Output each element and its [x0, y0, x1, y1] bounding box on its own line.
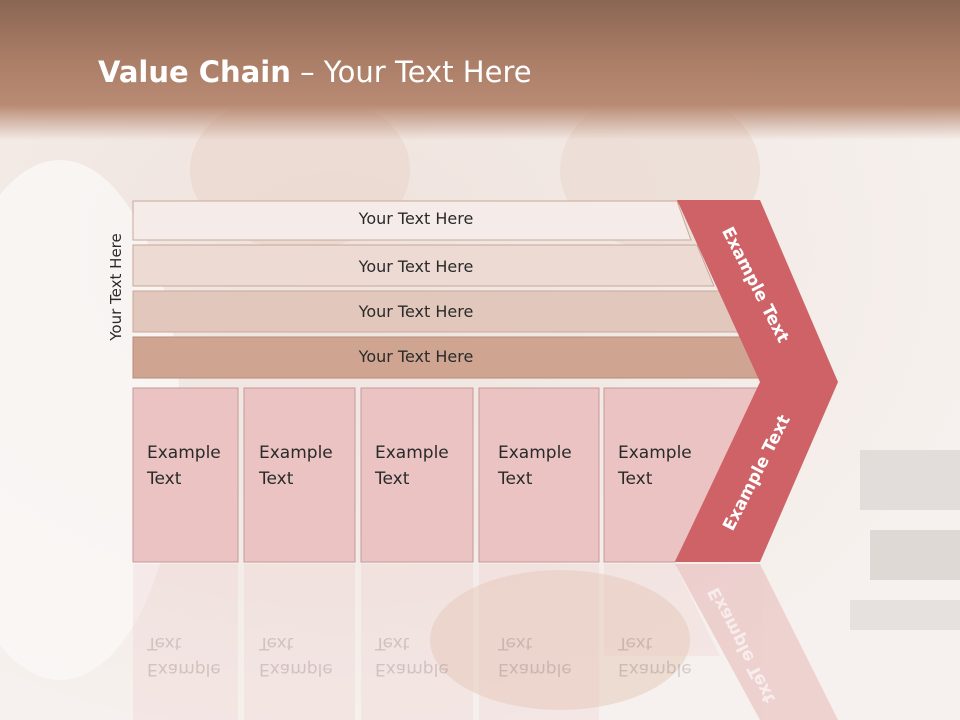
primary-cell-1-label: Example Text	[147, 443, 221, 489]
primary-cell-1	[132, 387, 239, 563]
primary-cell-3-label: Example Text	[375, 443, 449, 489]
primary-cell-4	[478, 387, 600, 563]
primary-cell-2-label: Example Text	[259, 443, 333, 489]
support-bar-1	[132, 200, 692, 241]
title-bar	[0, 0, 960, 140]
primary-cell-5-label: Example Text	[618, 443, 692, 489]
reflection-label-3: Example Text	[375, 633, 449, 679]
support-bar-2	[132, 244, 715, 287]
support-bar-3-label: Your Text Here	[358, 302, 474, 321]
support-bar-4-label: Your Text Here	[358, 347, 474, 366]
reflection-label-5: Example Text	[618, 633, 692, 679]
support-bar-2-label: Your Text Here	[358, 257, 474, 276]
primary-cell-2	[243, 387, 356, 563]
title-bold: Value Chain	[98, 55, 291, 89]
reflection-label-4: Example Text	[498, 633, 572, 679]
reflection-label-2: Example Text	[259, 633, 333, 679]
page-title: Value Chain – Your Text Here	[98, 55, 532, 89]
reflection-group	[133, 564, 838, 720]
primary-cell-4-label: Example Text	[498, 443, 572, 489]
support-bar-1-label: Your Text Here	[358, 209, 474, 228]
primary-cell-3	[360, 387, 474, 563]
margin-chevron	[675, 200, 838, 562]
title-rest: – Your Text Here	[290, 55, 532, 89]
reflection-label-1: Example Text	[147, 633, 221, 679]
